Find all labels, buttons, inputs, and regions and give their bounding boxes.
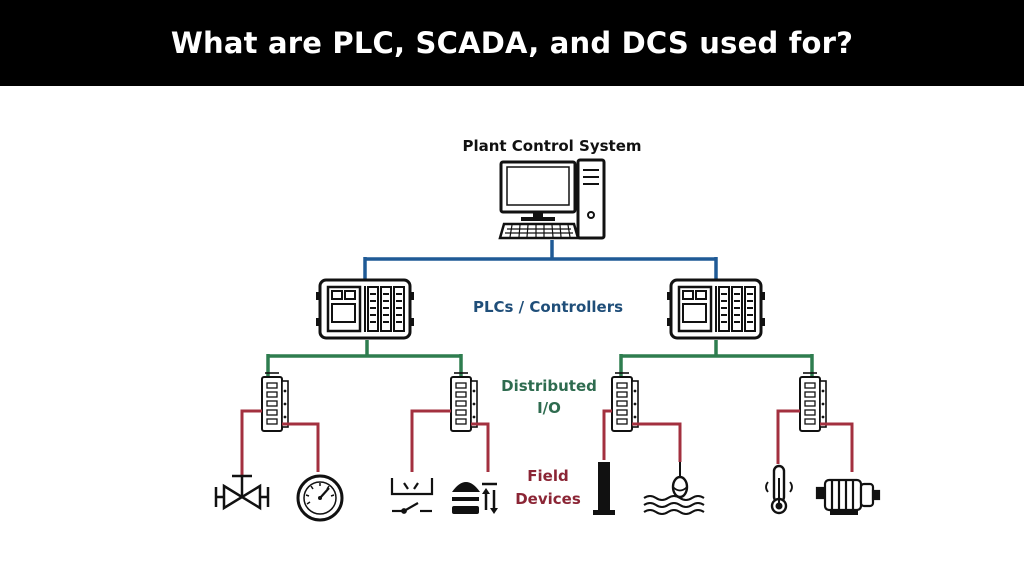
computer-workstation-icon bbox=[498, 158, 606, 240]
field-wiring-lines bbox=[240, 409, 854, 475]
pressure-gauge-icon bbox=[296, 474, 344, 522]
thermometer-icon bbox=[765, 464, 793, 515]
field-devices-label-line2: Devices bbox=[515, 490, 581, 508]
page-title: What are PLC, SCADA, and DCS used for? bbox=[170, 26, 854, 60]
level-switch-icon bbox=[390, 478, 434, 514]
field-devices-label-line1: Field bbox=[527, 467, 568, 485]
io-module-1-icon bbox=[261, 372, 289, 432]
io-bus-lines bbox=[266, 340, 814, 376]
float-switch-icon bbox=[643, 462, 705, 515]
title-bar: What are PLC, SCADA, and DCS used for? bbox=[0, 0, 1024, 86]
plant-control-system-label: Plant Control System bbox=[462, 137, 641, 155]
plcs-controllers-label: PLCs / Controllers bbox=[473, 298, 623, 316]
pressure-switch-icon bbox=[452, 482, 498, 514]
plc-left-icon bbox=[314, 278, 416, 340]
control-network-lines bbox=[363, 240, 718, 280]
distributed-io-label-line1: Distributed bbox=[501, 377, 597, 395]
io-module-2-icon bbox=[450, 372, 478, 432]
io-module-3-icon bbox=[611, 372, 639, 432]
motor-icon bbox=[815, 478, 881, 515]
distributed-io-label-line2: I/O bbox=[537, 399, 561, 417]
valve-icon bbox=[214, 474, 270, 511]
level-transmitter-icon bbox=[593, 462, 615, 515]
io-module-4-icon bbox=[799, 372, 827, 432]
plc-right-icon bbox=[665, 278, 767, 340]
